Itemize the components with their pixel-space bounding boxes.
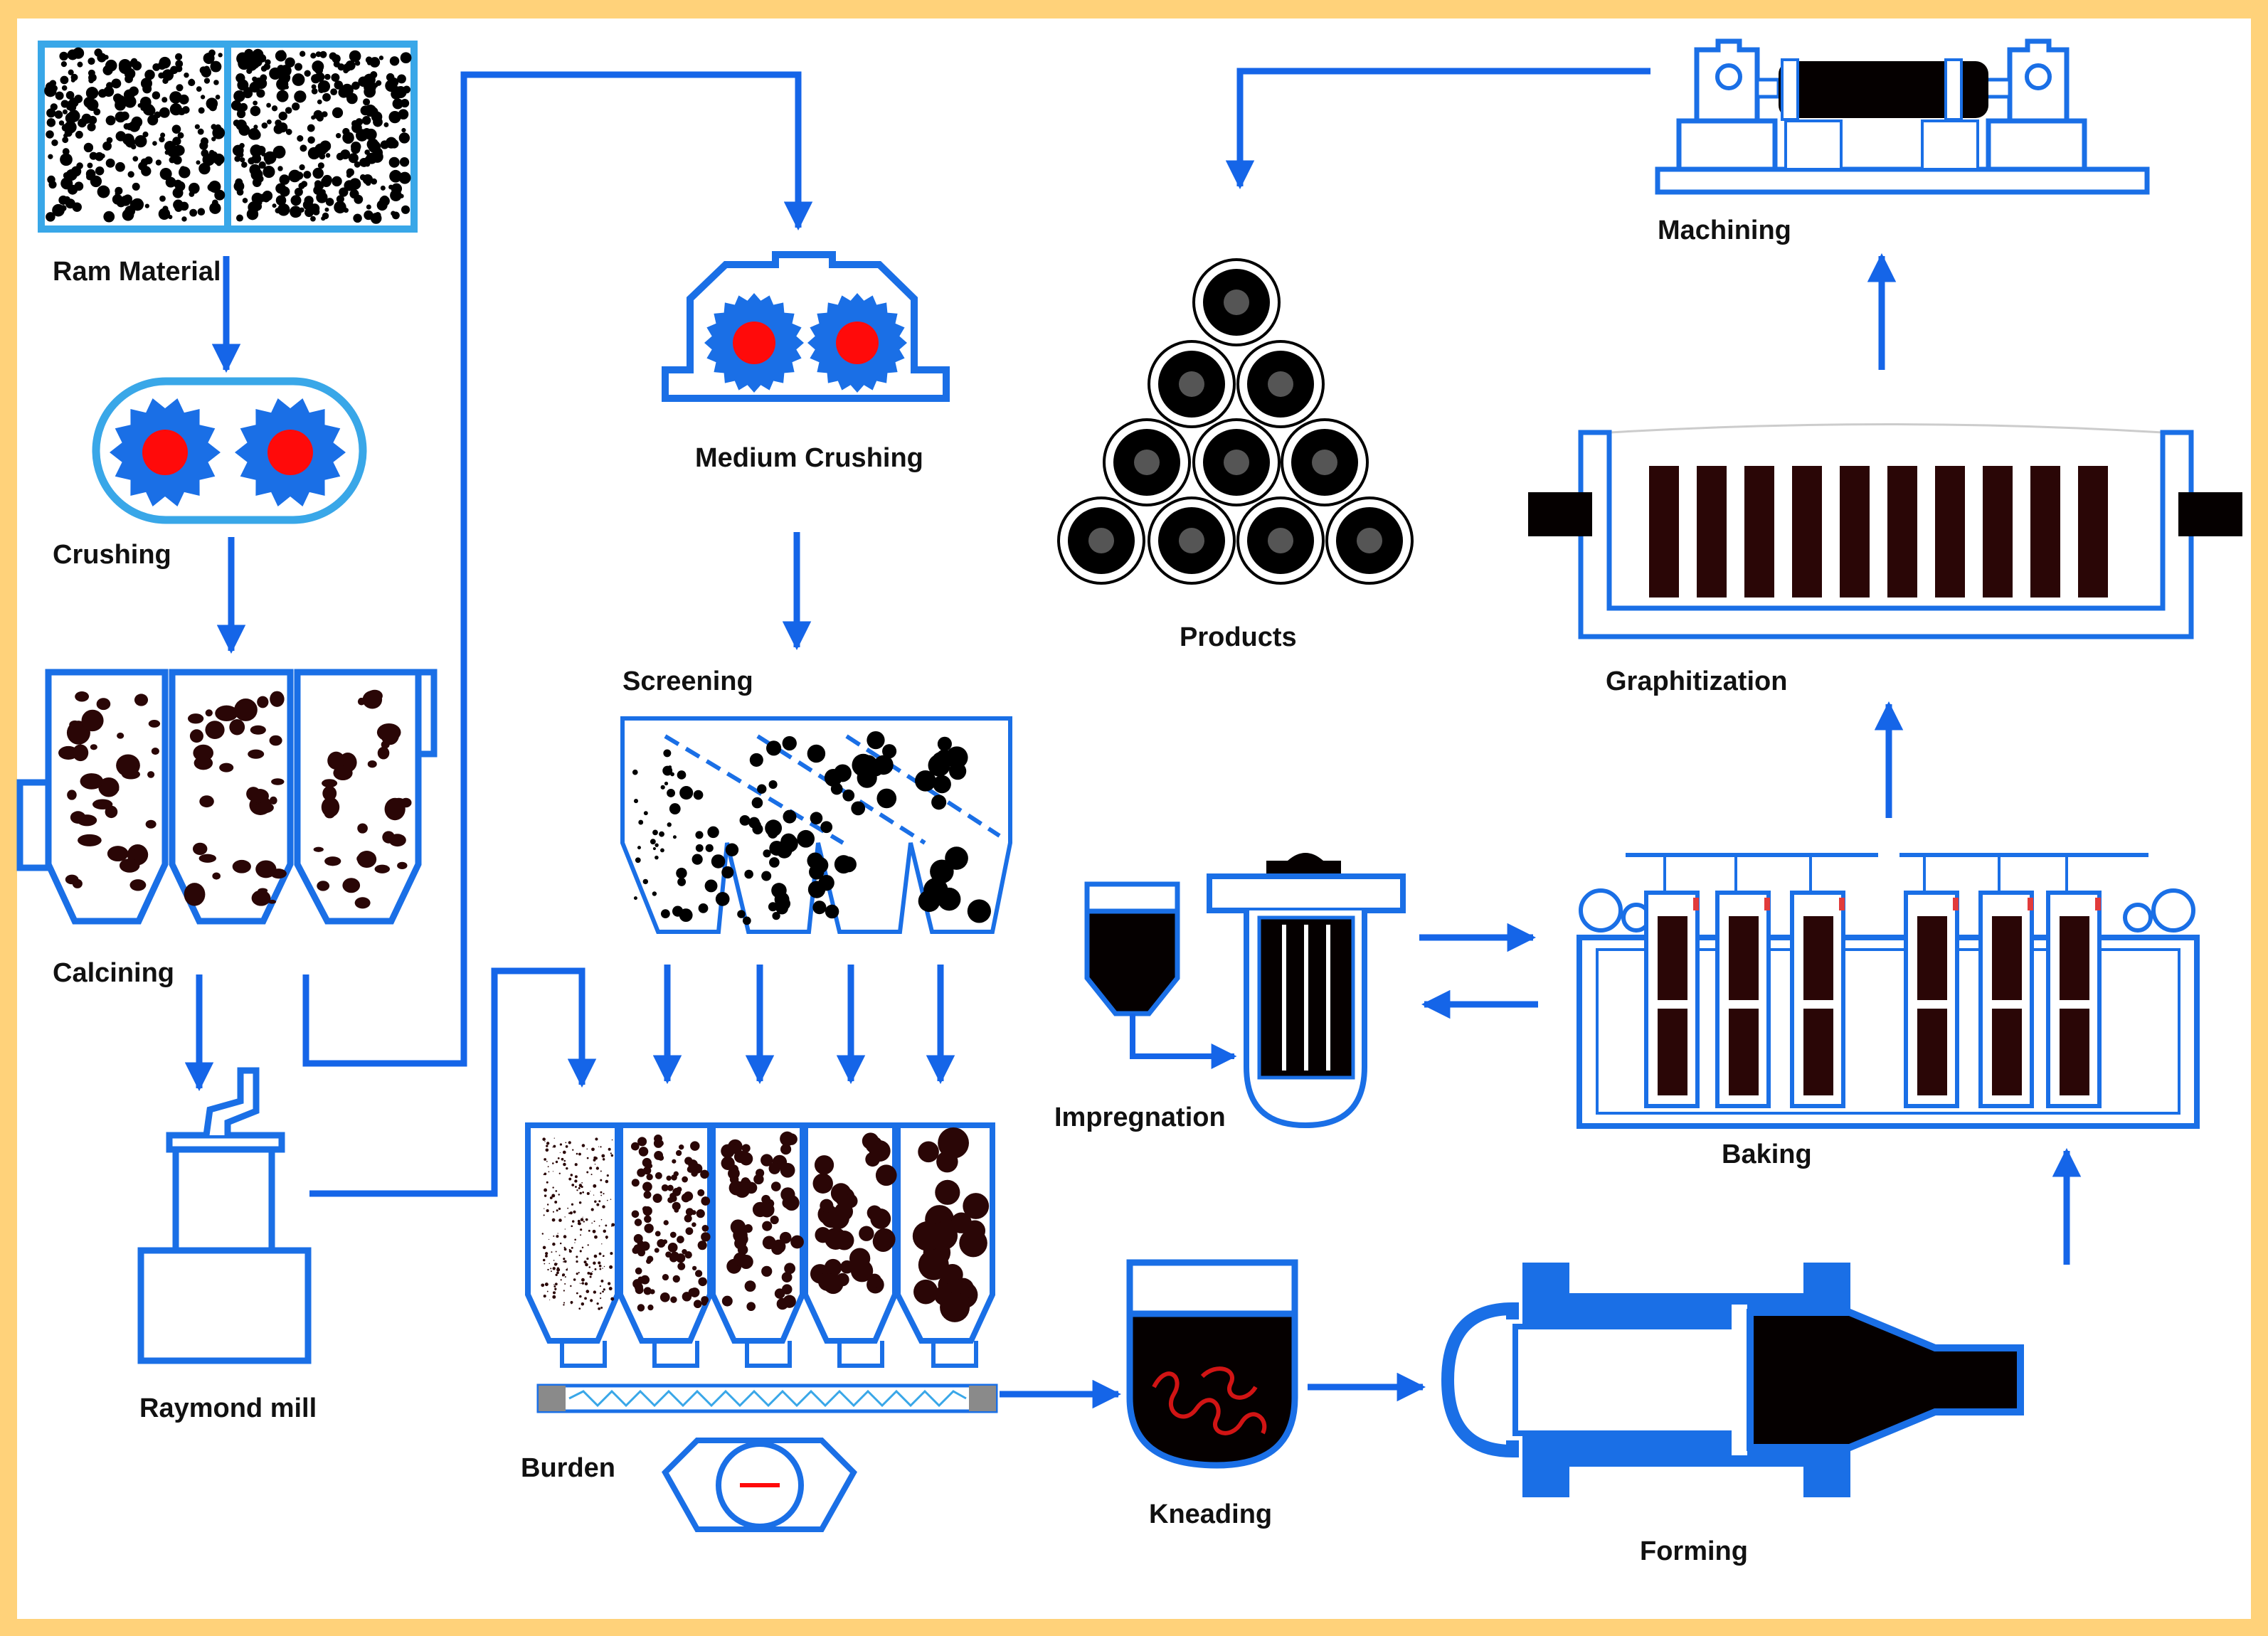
connector-calcining-to-medium-crushing: [302, 71, 813, 1067]
label-crushing: Crushing: [53, 540, 171, 570]
calcined-particles: [58, 689, 412, 909]
label-raw-material: Ram Material: [53, 257, 221, 287]
label-burden: Burden: [521, 1453, 615, 1483]
label-raymond-mill: Raymond mill: [139, 1393, 317, 1423]
vibrating-screen-icon: [620, 716, 1012, 934]
label-medium-crushing: Medium Crushing: [695, 443, 923, 473]
label-graphitization: Graphitization: [1606, 666, 1787, 696]
medium-crusher-icon: [662, 251, 950, 402]
flow-connectors: [184, 68, 2082, 1409]
label-impregnation: Impregnation: [1054, 1103, 1226, 1132]
label-kneading: Kneading: [1149, 1499, 1272, 1529]
kneading-mixer-icon: [1126, 1259, 1298, 1469]
autoclave-icon: [1207, 853, 1406, 1129]
baking-furnace-icon: [1577, 853, 2200, 1129]
raymond-mill-icon: [137, 1067, 312, 1364]
label-machining: Machining: [1658, 216, 1791, 245]
label-products: Products: [1180, 622, 1297, 652]
graphitization-furnace-icon: [1528, 423, 2242, 639]
electrode-stack-icon: [1057, 258, 1414, 585]
label-calcining: Calcining: [53, 958, 174, 988]
batching-scale-icon: [662, 1438, 857, 1532]
impregnation-tank-icon: [1084, 881, 1237, 1069]
double-roll-crusher-icon: [92, 377, 367, 524]
label-forming: Forming: [1640, 1536, 1748, 1566]
connector-machining-to-products: [1225, 68, 1650, 190]
raw-material-sample-icon: [38, 41, 418, 233]
stage-labels: Ram Material Crushing Calcining Raymond …: [53, 216, 1812, 1566]
connector-mill-to-burden: [309, 967, 597, 1197]
label-baking: Baking: [1722, 1140, 1812, 1169]
burden-bins-icon: [525, 1122, 998, 1413]
lathe-icon: [1655, 38, 2150, 195]
extrusion-press-icon: [1441, 1263, 2024, 1497]
label-screening: Screening: [622, 666, 753, 696]
